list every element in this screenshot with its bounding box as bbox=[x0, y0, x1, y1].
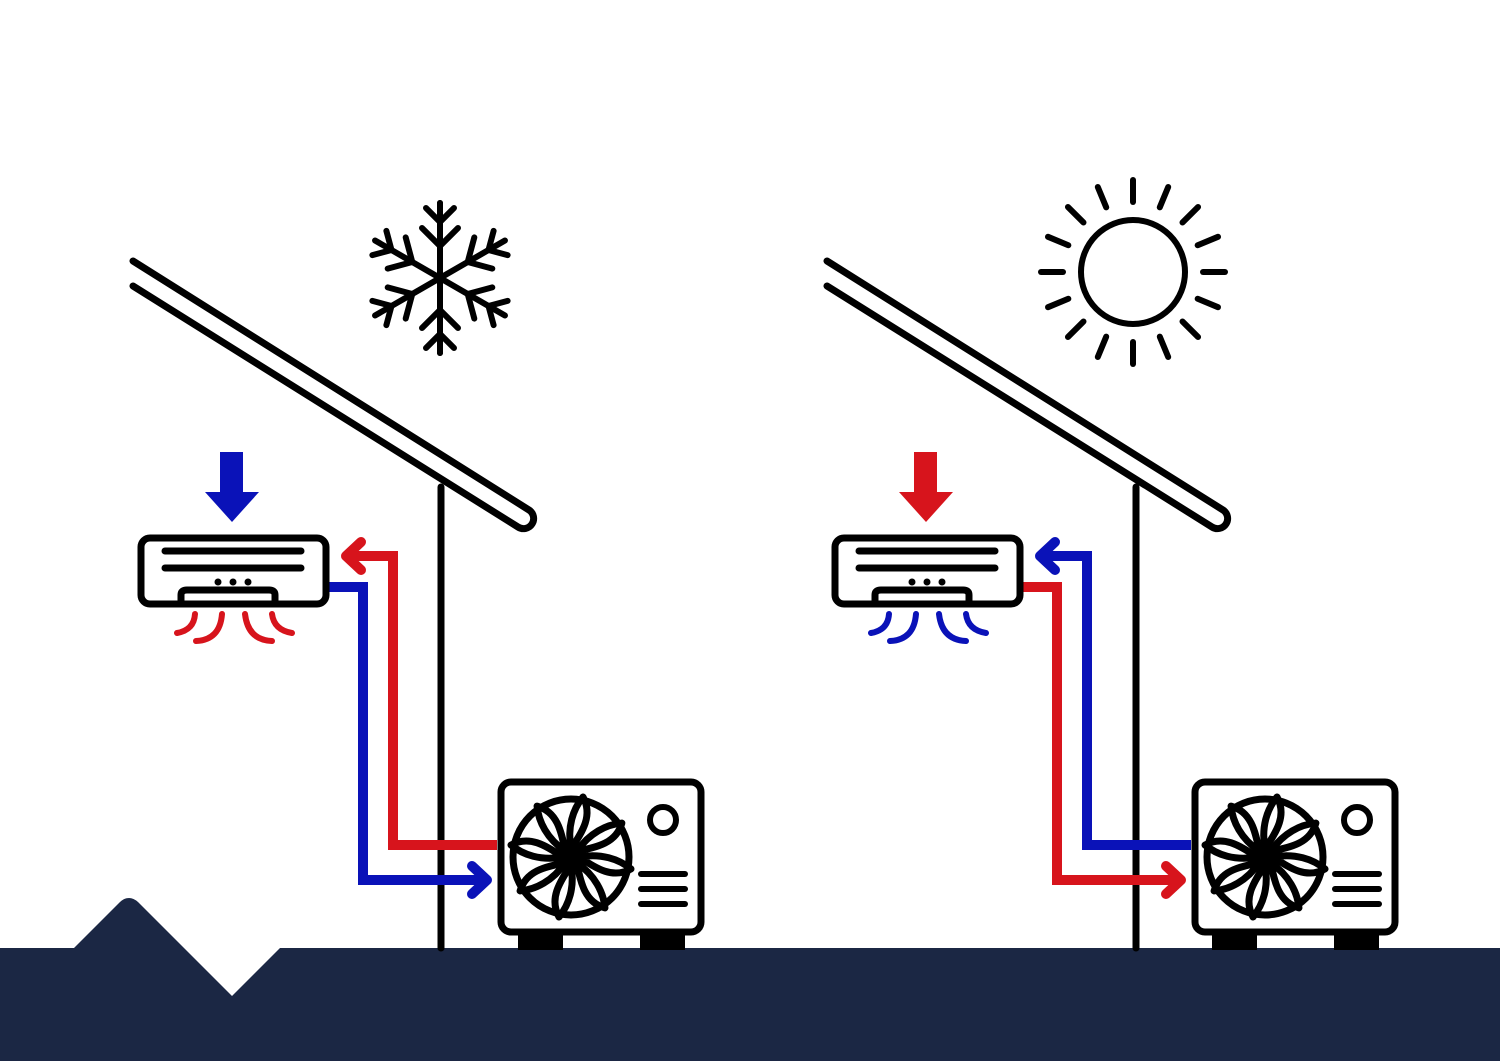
indoor-unit bbox=[835, 538, 1020, 604]
ground bbox=[0, 898, 1500, 1061]
supply-line bbox=[347, 551, 497, 850]
outdoor-unit-feet bbox=[518, 932, 685, 950]
airflow-lines bbox=[174, 611, 295, 644]
scene-cooling bbox=[823, 177, 1395, 952]
incoming-air-arrow bbox=[899, 452, 953, 522]
supply-arrowhead bbox=[341, 537, 366, 575]
return-arrowhead bbox=[1161, 861, 1186, 899]
return-line bbox=[328, 582, 484, 885]
indoor-unit bbox=[141, 538, 326, 604]
airflow-lines bbox=[868, 611, 989, 644]
sun-icon bbox=[1038, 177, 1228, 367]
snowflake-icon bbox=[366, 203, 514, 353]
house-roof bbox=[823, 257, 1232, 533]
supply-line bbox=[1041, 551, 1191, 850]
house-roof bbox=[129, 257, 538, 533]
outdoor-unit bbox=[1195, 782, 1395, 932]
return-line bbox=[1022, 582, 1178, 885]
outdoor-unit-feet bbox=[1212, 932, 1379, 950]
scene-heating bbox=[129, 203, 701, 952]
incoming-air-arrow bbox=[205, 452, 259, 522]
supply-arrowhead bbox=[1035, 537, 1060, 575]
return-arrowhead bbox=[467, 861, 492, 899]
outdoor-unit bbox=[501, 782, 701, 932]
